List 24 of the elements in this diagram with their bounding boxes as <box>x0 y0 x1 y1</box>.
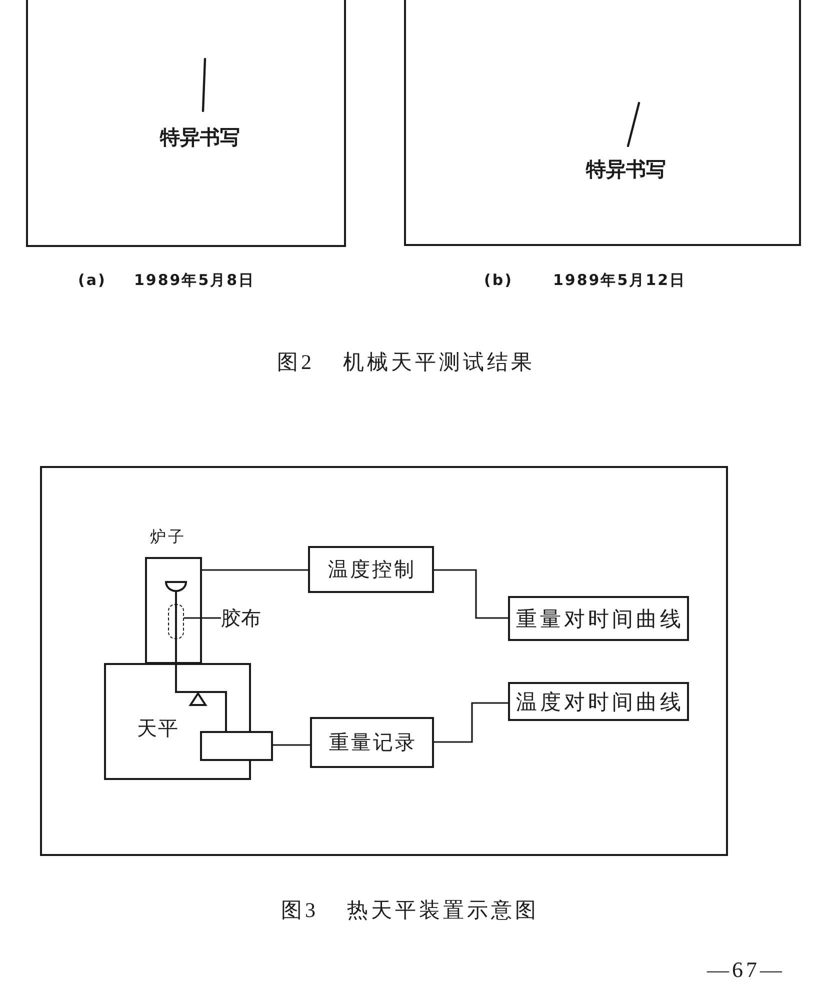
callout-label: 胶布 <box>221 606 265 630</box>
figure-caption: 图2 机械天平测试结果 <box>277 349 535 375</box>
connector-line <box>434 569 508 619</box>
leader-line <box>184 617 221 619</box>
output-box: 温度对时间曲线 <box>508 682 689 721</box>
panel-label: (a) <box>78 270 106 290</box>
page-number: —67— <box>707 956 785 983</box>
connector-line <box>273 744 310 746</box>
date-label: 1989年5月12日 <box>553 270 686 290</box>
tape-wrap <box>168 604 184 639</box>
panel-frame: 特异书写 <box>404 0 801 246</box>
connector-line <box>202 569 308 571</box>
sensor-box <box>200 731 273 761</box>
figure-caption: 图3 热天平装置示意图 <box>281 897 539 923</box>
balance-box: 天平 <box>104 663 251 780</box>
process-box: 重量记录 <box>310 717 434 768</box>
panel-frame: 特异书写 <box>26 0 346 247</box>
output-box: 重量对时间曲线 <box>508 596 689 641</box>
date-label: 1989年5月8日 <box>134 270 256 290</box>
figure-frame <box>40 466 728 856</box>
process-box: 温度控制 <box>308 546 434 593</box>
panel-label: (b) <box>484 270 513 290</box>
connector-line <box>434 702 508 743</box>
furnace-label: 炉子 <box>150 527 186 547</box>
